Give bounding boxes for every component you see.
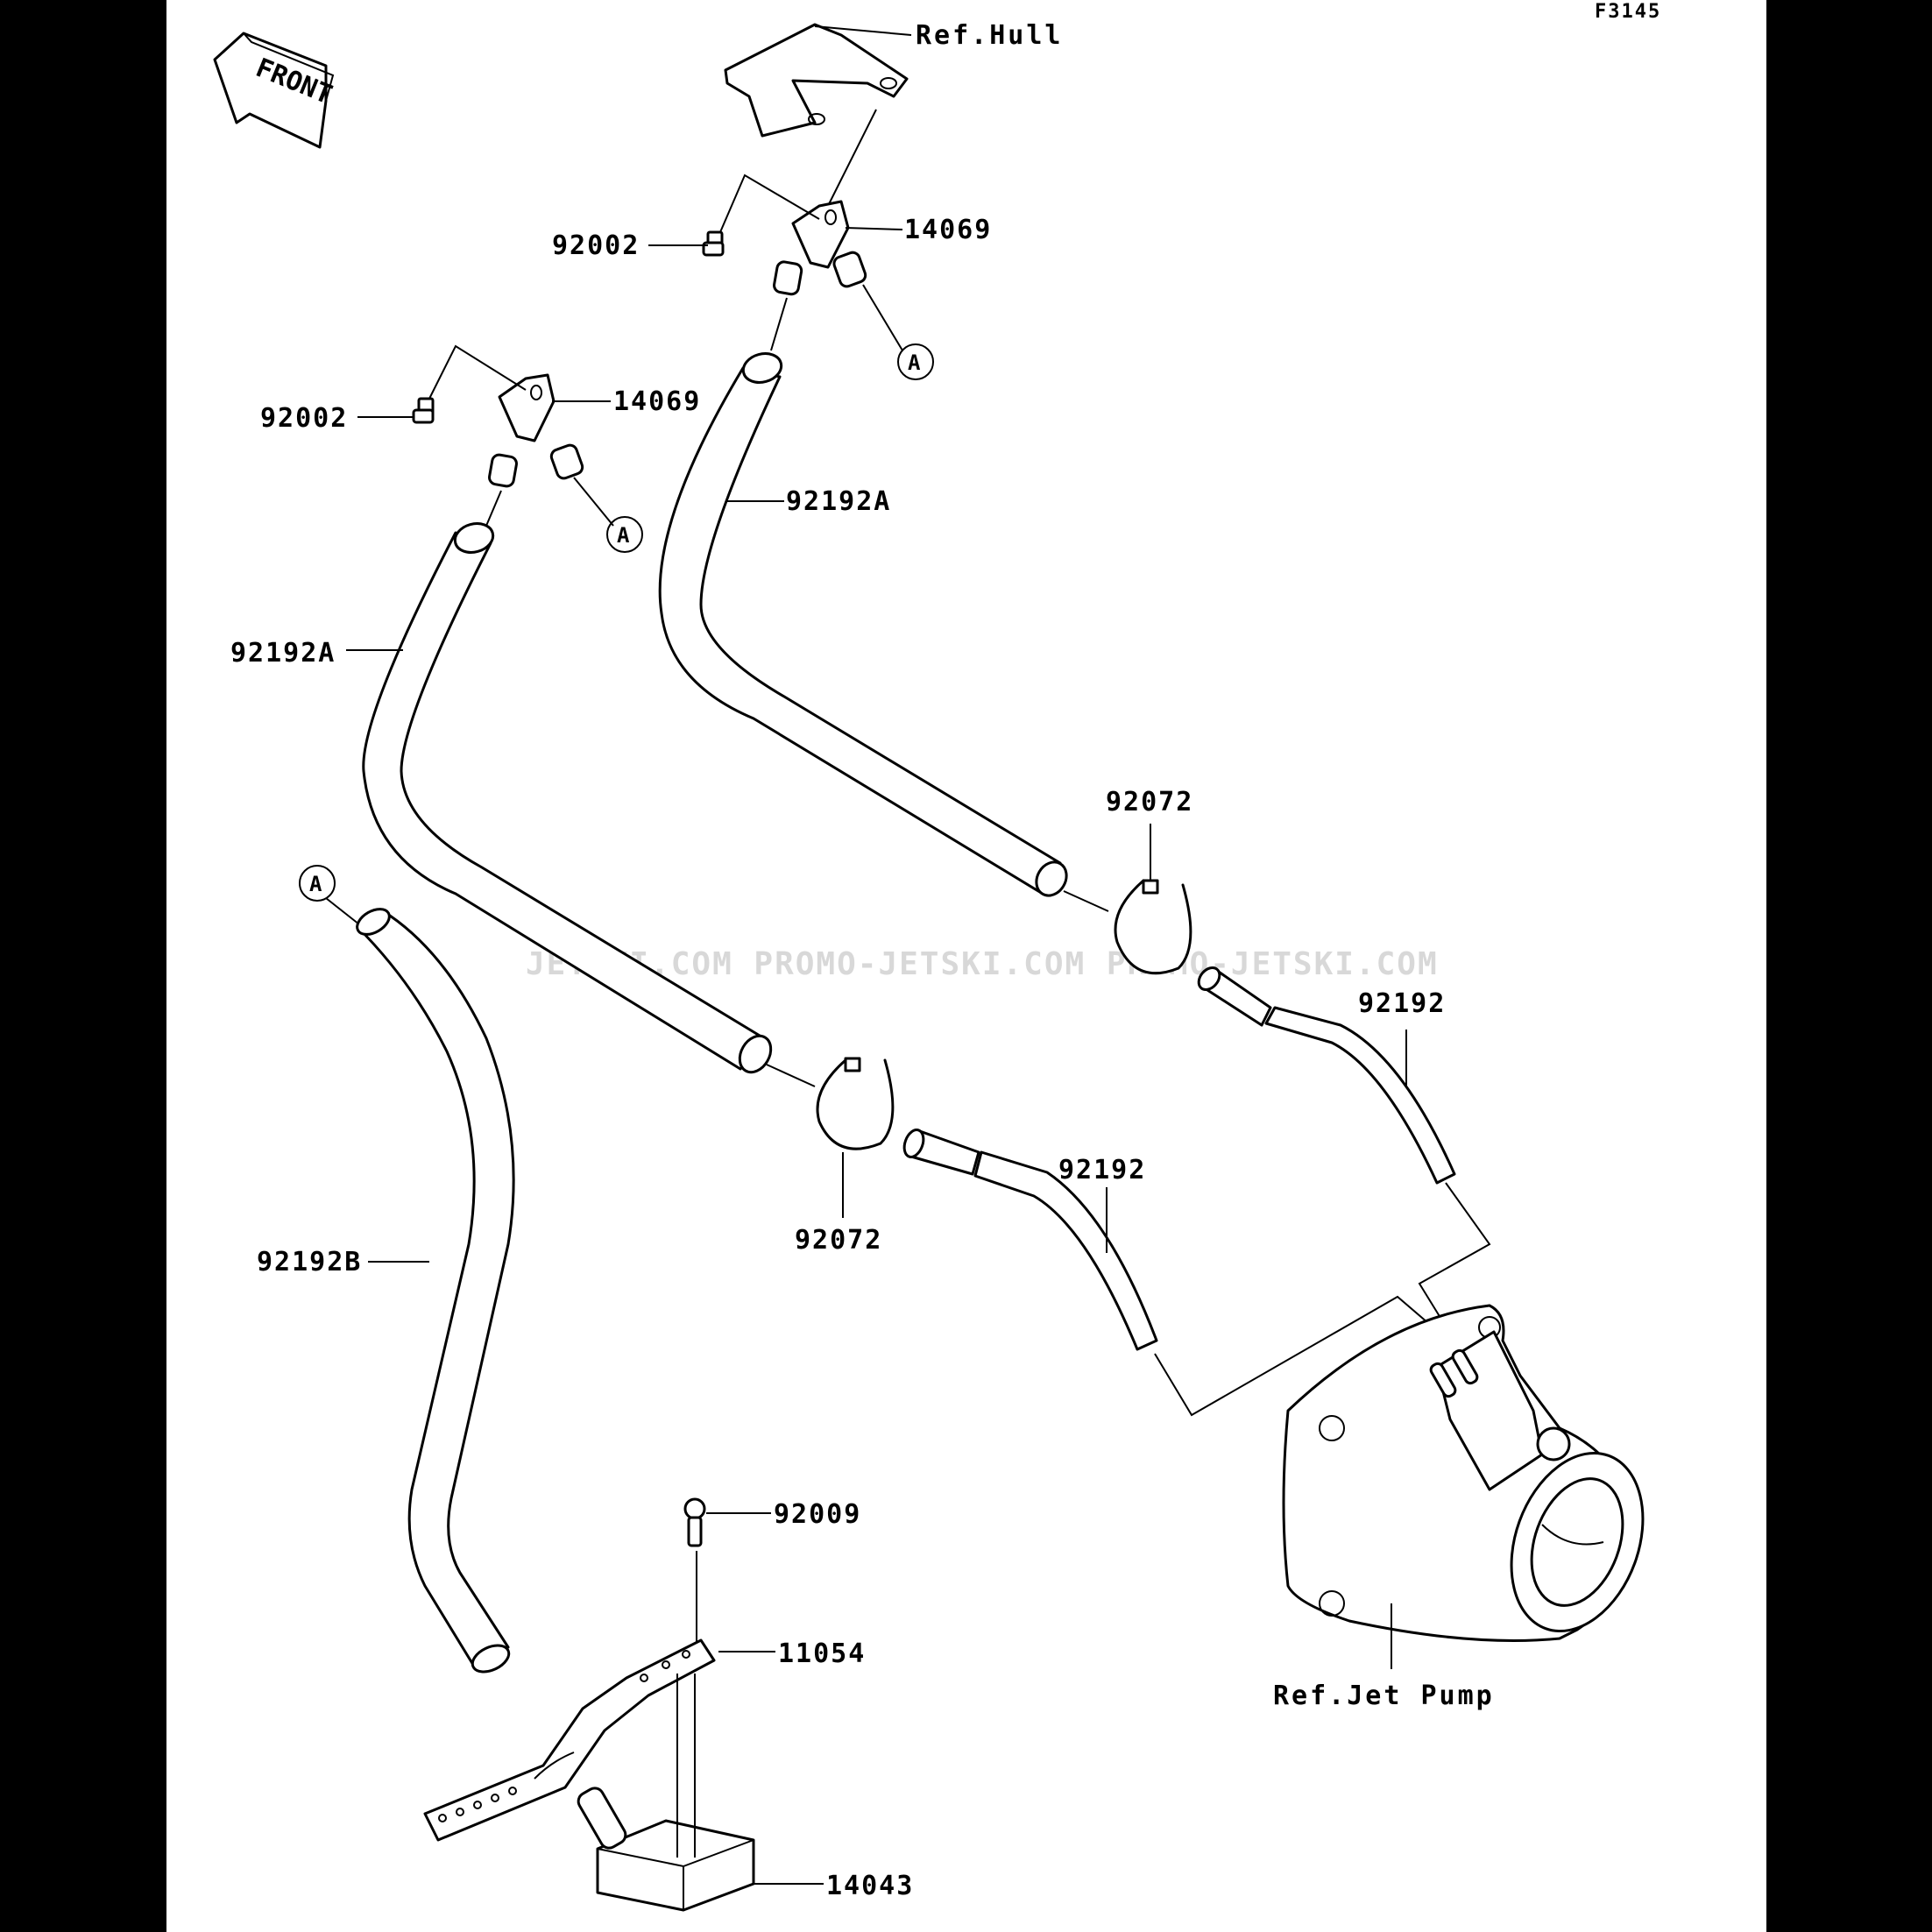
part-92072-lower: 92072 (795, 1225, 882, 1256)
part-92192-upper: 92192 (1358, 988, 1446, 1019)
fitting-upper (773, 200, 867, 296)
part-14069-lower: 14069 (613, 386, 701, 417)
part-92192a-upper: 92192A (786, 486, 891, 517)
screw (683, 1497, 706, 1547)
filter (577, 1674, 755, 1912)
hull-bracket (724, 23, 912, 138)
clamp-lower (816, 1057, 895, 1150)
ref-hull-label: Ref.Hull (916, 20, 1064, 51)
jet-pump (1282, 1304, 1645, 1642)
bracket (423, 1638, 716, 1842)
fitting-lower (488, 373, 584, 488)
ref-jet-pump-label: Ref.Jet Pump (1273, 1681, 1495, 1711)
part-11054: 11054 (778, 1638, 866, 1669)
callout-a-left: A (309, 872, 322, 896)
part-92009: 92009 (774, 1499, 861, 1530)
clamp-upper (1114, 879, 1192, 975)
part-92192-lower: 92192 (1058, 1155, 1146, 1185)
bolt-upper (702, 230, 725, 257)
hose-lower-right (902, 1129, 1158, 1351)
part-92192b: 92192B (257, 1247, 362, 1277)
callout-a-lower: A (617, 523, 630, 548)
part-92002-upper: 92002 (552, 230, 640, 261)
part-14069-upper: 14069 (904, 215, 992, 245)
hose-upper-right (1197, 966, 1456, 1185)
part-92002-lower: 92002 (260, 403, 348, 434)
figure-id: F3145 (1595, 1, 1661, 23)
bolt-lower (412, 397, 435, 424)
watermark: JETSKI.COM PROMO-JETSKI.COM PROMO-JETSKI… (526, 946, 1439, 982)
front-arrow-icon: FRONT (213, 32, 336, 149)
part-92192a-lower: 92192A (230, 638, 336, 669)
part-92072-upper: 92072 (1106, 787, 1193, 817)
callout-a-upper: A (908, 350, 921, 375)
part-14043: 14043 (826, 1871, 914, 1901)
